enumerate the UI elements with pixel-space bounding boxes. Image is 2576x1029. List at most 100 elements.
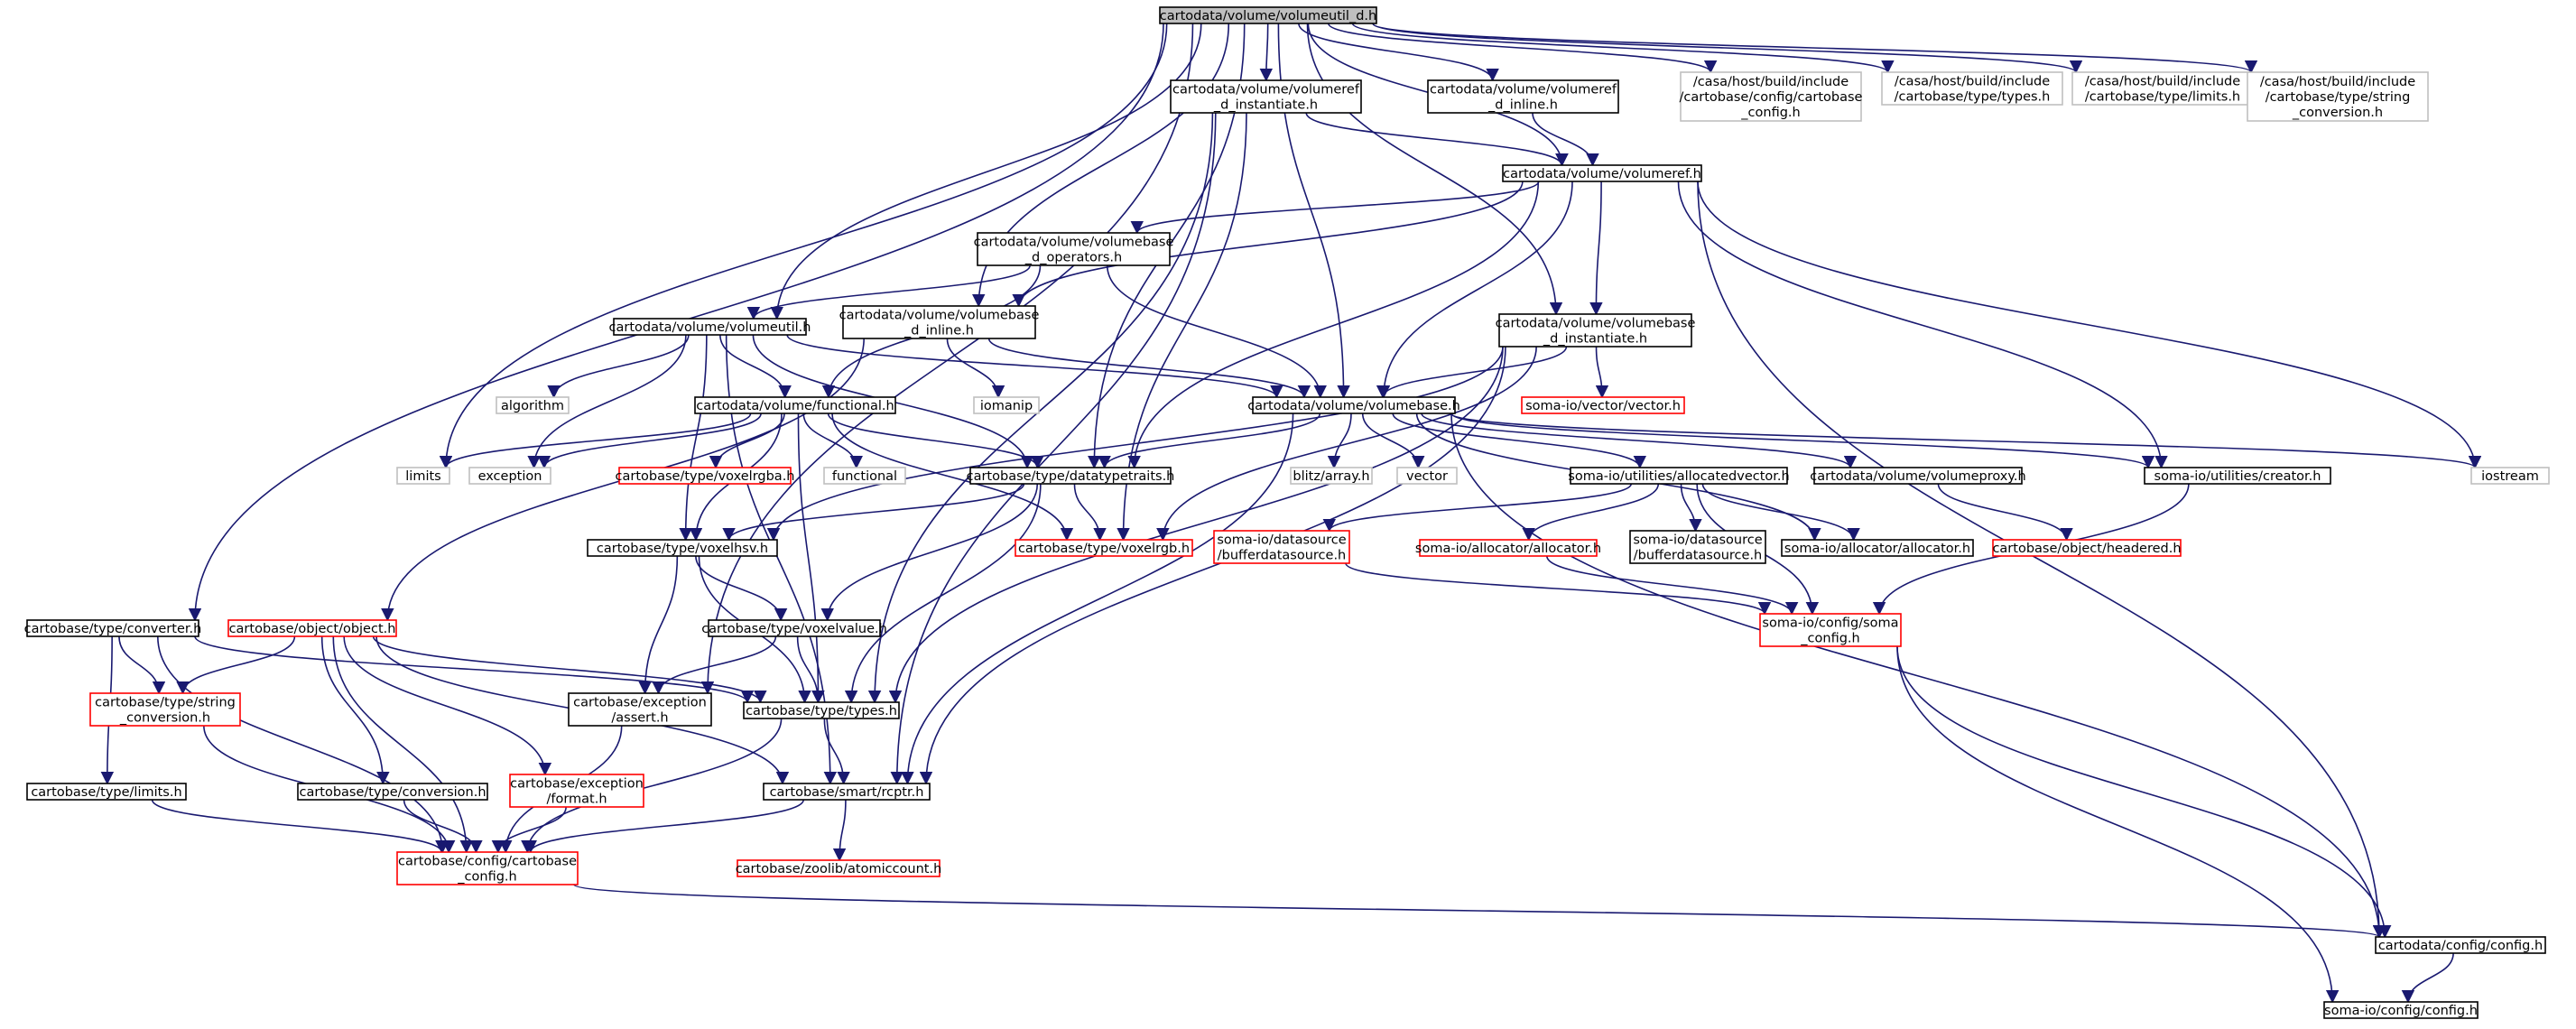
edge-volumebase_d_ops-to-volumebase (1106, 264, 1327, 399)
node-casa_string_conv-label-0: /casa/host/build/include (2260, 75, 2415, 89)
node-functional[interactable]: functional (823, 467, 906, 485)
node-vector[interactable]: vector (1396, 467, 1458, 485)
node-types[interactable]: cartobase/type/types.h (743, 701, 900, 719)
node-exception-box (468, 467, 551, 485)
edge-allocatedvector-to-allocator_red (1522, 483, 1660, 542)
edge-volumebase-to-vector (1361, 413, 1425, 469)
node-headered[interactable]: cartobase/object/headered.h (1992, 539, 2182, 557)
node-string_conv-box (89, 692, 241, 727)
node-volumeutil_d[interactable]: cartodata/volume/volumeutil_d.h (1159, 6, 1377, 24)
edge-voxelvalue-to-assert (652, 635, 777, 695)
node-voxelrgba-label-0: cartobase/type/voxelrgba.h (616, 469, 795, 484)
node-volumeref_d_inst[interactable]: cartodata/volume/volumeref_d_instantiate… (1170, 79, 1362, 114)
node-cd_config-label-0: cartodata/config/config.h (2378, 939, 2543, 953)
node-soma_config[interactable]: soma-io/config/soma_config.h (1759, 613, 1902, 647)
node-soma_io_config[interactable]: soma-io/config/config.h (2323, 1001, 2479, 1019)
edge-rcptr-to-atomiccount (832, 799, 847, 862)
node-limits-label-0: limits (405, 469, 440, 484)
node-headered-box (1992, 539, 2182, 557)
node-casa_types-box (1881, 71, 2063, 106)
node-creator[interactable]: soma-io/utilities/creator.h (2144, 467, 2331, 485)
edge-volumeref-to-volumebase (1376, 181, 1573, 399)
node-string_conv-label-0: cartobase/type/string (95, 696, 236, 710)
node-iostream-box (2470, 467, 2550, 485)
edge-cartobase_config-to-cd_config (573, 884, 2386, 939)
edge-volumebase-to-cd_config (1450, 413, 2386, 939)
edge-allocatedvector-to-bufferdatasource (1680, 483, 1702, 533)
node-rcptr[interactable]: cartobase/smart/rcptr.h (763, 783, 931, 801)
node-volumeproxy[interactable]: cartodata/volume/volumeproxy.h (1810, 467, 2026, 485)
node-volumebase_d_inst[interactable]: cartodata/volume/volumebase_d_instantiat… (1496, 313, 1696, 348)
node-casa_string_conv[interactable]: /casa/host/build/include/cartobase/type/… (2247, 71, 2429, 122)
edge-object-to-types (372, 635, 767, 704)
edge-voxelhsv-to-assert (638, 555, 679, 695)
node-allocator_red[interactable]: soma-io/allocator/allocator.h (1415, 539, 1601, 557)
node-conversion[interactable]: cartobase/type/conversion.h (297, 783, 488, 801)
node-voxelvalue[interactable]: cartobase/type/voxelvalue.h (701, 619, 887, 637)
node-cd_config[interactable]: cartodata/config/config.h (2375, 936, 2546, 954)
node-allocator-label-0: soma-io/allocator/allocator.h (1784, 542, 1970, 556)
node-allocatedvector[interactable]: soma-io/utilities/allocatedvector.h (1568, 467, 1790, 485)
node-volumebase[interactable]: cartodata/volume/volumebase.h (1247, 396, 1460, 414)
node-volumebase_d_inline[interactable]: cartodata/volume/volumebase_d_inline.h (839, 305, 1040, 339)
edge-allocator_red-to-soma_config (1546, 555, 1799, 616)
node-allocator_red-box (1419, 539, 1598, 557)
node-casa_string_conv-label-2: _conversion.h (2292, 106, 2383, 120)
node-converter[interactable]: cartobase/type/converter.h (24, 619, 202, 637)
node-voxelrgb[interactable]: cartobase/type/voxelrgb.h (1015, 539, 1193, 557)
node-bufferdatasource[interactable]: soma-io/datasource/bufferdatasource.h (1629, 530, 1766, 564)
node-atomiccount-box (737, 859, 941, 877)
node-string_conv-label-1: _conversion.h (119, 711, 210, 726)
edge-volumeutil_d-to-limits (439, 23, 1168, 469)
node-conversion-label-0: cartobase/type/conversion.h (299, 785, 486, 800)
node-datatypetraits[interactable]: cartobase/type/datatypetraits.h (967, 467, 1175, 485)
node-casa_cartobase_config-box (1680, 71, 1862, 122)
node-voxelrgba[interactable]: cartobase/type/voxelrgba.h (616, 467, 795, 485)
node-blitz[interactable]: blitz/array.h (1290, 467, 1373, 485)
node-volumebase_d_ops[interactable]: cartodata/volume/volumebase_d_operators.… (974, 232, 1174, 266)
node-exception[interactable]: exception (468, 467, 551, 485)
node-algorithm[interactable]: algorithm (496, 396, 570, 414)
node-bufferdatasource-label-1: /bufferdatasource.h (1634, 549, 1763, 563)
node-iomanip[interactable]: iomanip (973, 396, 1040, 414)
node-object[interactable]: cartobase/object/object.h (227, 619, 397, 637)
edge-converter-to-types (194, 635, 754, 704)
node-allocator[interactable]: soma-io/allocator/allocator.h (1781, 539, 1974, 557)
node-volumeref[interactable]: cartodata/volume/volumeref.h (1502, 164, 1702, 182)
node-voxelhsv[interactable]: cartobase/type/voxelhsv.h (587, 539, 778, 557)
node-iostream[interactable]: iostream (2470, 467, 2550, 485)
node-volumebase_d_ops-label-0: cartodata/volume/volumebase (974, 236, 1174, 250)
node-limits_h[interactable]: cartobase/type/limits.h (26, 783, 187, 801)
edge-volumebase_d_inline-to-iomanip (946, 338, 1005, 399)
node-volumeutil_d-box (1159, 6, 1377, 24)
edge-types-to-rcptr (823, 718, 850, 785)
node-functional_h[interactable]: cartodata/volume/functional.h (694, 396, 896, 414)
node-format[interactable]: cartobase/exception/format.h (509, 774, 644, 808)
node-soma_io_config-box (2323, 1001, 2479, 1019)
node-volumebase-label-0: cartodata/volume/volumebase.h (1247, 399, 1460, 413)
node-iomanip-box (973, 396, 1040, 414)
node-vector-box (1396, 467, 1458, 485)
edge-converter-to-cartobase_config (157, 635, 449, 854)
node-casa_cartobase_config[interactable]: /casa/host/build/include/cartobase/confi… (1680, 71, 1863, 122)
node-volumeutil[interactable]: cartodata/volume/volumeutil.h (609, 318, 811, 336)
node-limits[interactable]: limits (396, 467, 450, 485)
node-bufferdatasource_red[interactable]: soma-io/datasource/bufferdatasource.h (1213, 530, 1350, 564)
node-volumebase_d_inst-label-1: _d_instantiate.h (1543, 332, 1647, 347)
node-volumeutil-label-0: cartodata/volume/volumeutil.h (609, 320, 811, 335)
node-casa_types[interactable]: /casa/host/build/include/cartobase/type/… (1881, 71, 2063, 106)
node-volumeref_d_inline[interactable]: cartodata/volume/volumeref_d_inline.h (1427, 79, 1619, 114)
node-limits_h-box (26, 783, 187, 801)
node-cartobase_config[interactable]: cartobase/config/cartobase_config.h (396, 851, 579, 885)
edge-functional_h-to-types (797, 413, 825, 704)
node-assert[interactable]: cartobase/exception/assert.h (568, 692, 712, 727)
node-volumebase_d_inline-label-1: _d_inline.h (903, 324, 974, 338)
node-voxelhsv-label-0: cartobase/type/voxelhsv.h (597, 542, 768, 556)
node-volumebase_d_inline-box (842, 305, 1036, 339)
node-atomiccount[interactable]: cartobase/zoolib/atomiccount.h (736, 859, 942, 877)
node-casa_limits[interactable]: /casa/host/build/include/cartobase/type/… (2071, 71, 2254, 106)
node-string_conv[interactable]: cartobase/type/string_conversion.h (89, 692, 241, 727)
node-algorithm-box (496, 396, 570, 414)
node-vector_h[interactable]: soma-io/vector/vector.h (1521, 396, 1685, 414)
node-volumeref_d_inst-label-0: cartodata/volume/volumeref (1172, 83, 1360, 97)
